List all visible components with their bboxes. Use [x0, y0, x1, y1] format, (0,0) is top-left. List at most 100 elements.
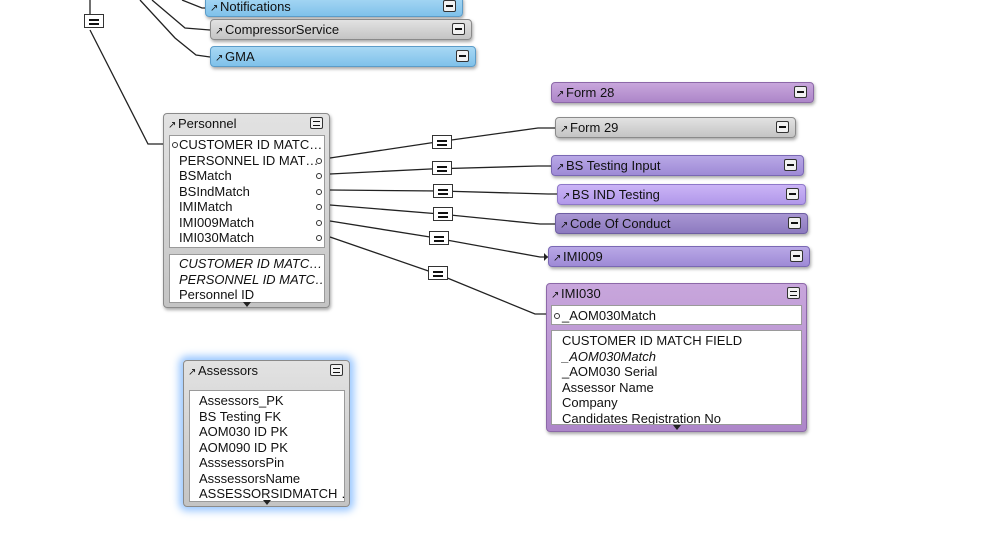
match-dot-icon: [316, 188, 322, 195]
relationship-equals-icon[interactable]: [432, 135, 452, 149]
field-row[interactable]: BSMatch: [170, 168, 324, 184]
field-row[interactable]: Candidates Registration No: [562, 410, 721, 425]
arrow-icon[interactable]: ↗: [168, 120, 177, 131]
arrow-icon[interactable]: ↗: [560, 124, 569, 135]
field-row[interactable]: Assessors_PK: [199, 393, 284, 408]
relationship-equals-icon[interactable]: [428, 266, 448, 280]
field-row[interactable]: CUSTOMER ID MATC…: [179, 256, 323, 271]
field-row[interactable]: _AOM030Match: [562, 348, 656, 364]
relationship-line: [329, 165, 552, 175]
minimize-icon[interactable]: [452, 23, 465, 35]
table-title: Code Of Conduct: [570, 216, 671, 231]
match-dot-icon: [316, 173, 322, 179]
table-imi030[interactable]: ↗IMI030 _AOM030Match CUSTOMER ID MATCH F…: [546, 283, 807, 432]
minimize-icon[interactable]: [784, 159, 797, 171]
field-row[interactable]: BSIndMatch: [170, 184, 324, 200]
table-title: Personnel: [178, 116, 237, 131]
other-fields-panel: CUSTOMER ID MATC… PERSONNEL ID MATC… Per…: [169, 254, 325, 303]
match-dot-icon: [172, 142, 178, 148]
scroll-down-icon[interactable]: [243, 302, 251, 307]
table-form-29[interactable]: ↗Form 29: [555, 117, 796, 138]
field-row[interactable]: IMI009Match: [170, 215, 324, 231]
arrow-icon[interactable]: ↗: [188, 367, 197, 378]
table-assessors[interactable]: ↗Assessors Assessors_PK BS Testing FK AO…: [183, 360, 350, 507]
table-bs-ind-testing[interactable]: ↗BS IND Testing: [557, 184, 806, 205]
minimize-icon[interactable]: [456, 50, 469, 62]
table-compressor-service[interactable]: ↗CompressorService: [210, 19, 472, 40]
table-title: Form 28: [566, 85, 615, 100]
field-row[interactable]: AsssessorsPin: [199, 455, 285, 470]
table-title: Assessors: [198, 363, 258, 378]
field-row[interactable]: CUSTOMER ID MATC…: [170, 137, 324, 153]
arrow-icon[interactable]: ↗: [210, 3, 219, 14]
table-gma[interactable]: ↗GMA: [210, 46, 476, 67]
field-row[interactable]: CUSTOMER ID MATCH FIELD: [562, 333, 743, 348]
field-row[interactable]: IMIMatch: [170, 199, 324, 215]
field-row[interactable]: ASSESSORSIDMATCH …: [199, 486, 345, 501]
other-fields-panel: CUSTOMER ID MATCH FIELD _AOM030Match _AO…: [551, 330, 802, 425]
arrow-icon[interactable]: ↗: [560, 220, 569, 231]
table-form-28[interactable]: ↗Form 28: [551, 82, 814, 103]
arrow-icon[interactable]: ↗: [556, 162, 565, 173]
table-title: BS IND Testing: [572, 187, 660, 202]
relationship-line: [89, 29, 170, 145]
table-title: CompressorService: [225, 22, 340, 37]
table-bs-testing-input[interactable]: ↗BS Testing Input: [551, 155, 804, 176]
minimize-icon[interactable]: [443, 0, 456, 12]
collapse-icon[interactable]: [787, 287, 800, 299]
table-title: GMA: [225, 49, 255, 64]
match-dot-icon: [316, 204, 322, 210]
arrow-icon[interactable]: ↗: [551, 290, 560, 301]
match-dot-icon: [554, 313, 560, 319]
field-row[interactable]: BS Testing FK: [199, 408, 282, 424]
match-dot-icon: [316, 219, 322, 226]
fields-panel: Assessors_PK BS Testing FK AOM030 ID PK …: [189, 390, 345, 502]
field-row[interactable]: IMI030Match: [170, 230, 324, 246]
arrow-icon[interactable]: ↗: [562, 191, 571, 202]
table-title: Form 29: [570, 120, 619, 135]
field-row[interactable]: Personnel ID: [179, 287, 255, 302]
minimize-icon[interactable]: [790, 250, 803, 262]
scroll-down-icon[interactable]: [263, 500, 271, 505]
field-row[interactable]: Company: [562, 395, 618, 410]
collapse-icon[interactable]: [330, 364, 343, 376]
field-row[interactable]: _AOM030Match: [552, 308, 801, 324]
field-row[interactable]: _AOM030 Serial: [562, 364, 658, 379]
field-row[interactable]: Assessor Name: [562, 379, 654, 395]
match-fields-panel: _AOM030Match: [551, 305, 802, 325]
relationship-line: [329, 189, 558, 195]
minimize-icon[interactable]: [788, 217, 801, 229]
relationship-equals-icon[interactable]: [433, 207, 453, 221]
relationship-equals-icon[interactable]: [433, 184, 453, 198]
arrow-icon[interactable]: ↗: [553, 253, 562, 264]
table-code-of-conduct[interactable]: ↗Code Of Conduct: [555, 213, 808, 234]
relationship-equals-icon[interactable]: [429, 231, 449, 245]
collapse-icon[interactable]: [310, 117, 323, 129]
table-title: Notifications: [220, 0, 291, 14]
minimize-icon[interactable]: [794, 86, 807, 98]
field-row[interactable]: PERSONNEL ID MATC…: [179, 271, 325, 287]
relationship-line: [329, 236, 553, 315]
match-dot-icon: [316, 157, 322, 164]
match-dot-icon: [316, 235, 322, 241]
minimize-icon[interactable]: [776, 121, 789, 133]
scroll-down-icon[interactable]: [673, 425, 681, 430]
table-title: BS Testing Input: [566, 158, 661, 173]
field-row[interactable]: AOM030 ID PK: [199, 424, 288, 439]
table-notifications[interactable]: ↗Notifications: [205, 0, 463, 17]
arrow-icon[interactable]: ↗: [215, 26, 224, 37]
table-imi009[interactable]: ↗IMI009: [548, 246, 810, 267]
relationship-equals-icon[interactable]: [432, 161, 452, 175]
arrow-icon[interactable]: ↗: [215, 53, 224, 64]
table-personnel[interactable]: ↗Personnel CUSTOMER ID MATC… PERSONNEL I…: [163, 113, 330, 308]
arrow-icon[interactable]: ↗: [556, 89, 565, 100]
table-title: IMI009: [563, 249, 603, 264]
table-title: IMI030: [561, 286, 601, 301]
field-row[interactable]: AOM090 ID PK: [199, 439, 288, 455]
relationship-equals-icon[interactable]: [84, 14, 104, 28]
field-row[interactable]: PERSONNEL ID MAT…: [170, 153, 324, 169]
relationship-line: [139, 0, 211, 58]
relationship-line: [151, 0, 211, 31]
minimize-icon[interactable]: [786, 188, 799, 200]
field-row[interactable]: AsssessorsName: [199, 470, 301, 486]
